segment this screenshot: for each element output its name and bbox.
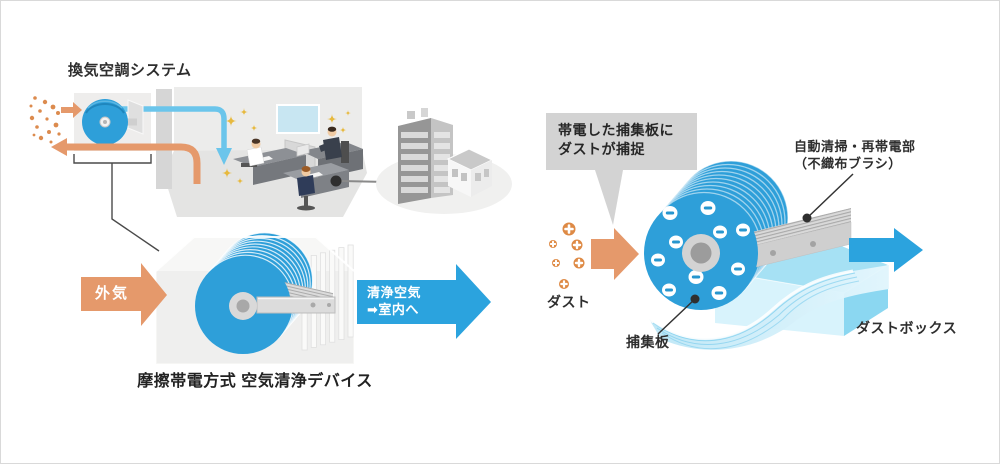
- collector-plate-label: 捕集板: [626, 334, 670, 350]
- system-title: 換気空調システム: [68, 62, 192, 79]
- clean-air-label-line2: ➡室内へ: [367, 302, 419, 317]
- collector-leader-line: [657, 294, 700, 335]
- sparkle-icons: [221, 108, 351, 185]
- callout-shape: [546, 113, 697, 225]
- dust-box-label: ダストボックス: [856, 320, 958, 336]
- air-handling-unit: [74, 93, 232, 165]
- callout-line1: 帯電した捕集板に: [558, 122, 674, 138]
- unit-connector-line: [73, 154, 160, 252]
- brush-label-line1: 自動清掃・再帯電部: [794, 139, 916, 154]
- return-air-flow: [51, 138, 201, 184]
- callout-line2: ダストが捕捉: [558, 141, 645, 157]
- office-workers: [233, 126, 363, 211]
- brush-leader-line: [802, 173, 854, 223]
- capture-callout: 帯電した捕集板に ダストが捕捉: [558, 121, 674, 159]
- buildings-illustration: [376, 108, 512, 214]
- airflow-swoosh: [648, 265, 889, 350]
- intake-arrow-icon: [61, 102, 82, 118]
- purifier-device: [155, 232, 355, 365]
- dust-inflow-arrow: [591, 228, 639, 280]
- clean-air-out-arrow: [849, 228, 923, 272]
- outside-air-arrow: [81, 263, 167, 326]
- dust-plus-particles: [549, 222, 585, 289]
- supply-air-duct: [119, 106, 227, 149]
- minus-charge-icons: [651, 201, 750, 300]
- dust-label: ダスト: [547, 294, 591, 310]
- brush-label: 自動清掃・再帯電部 （不織布ブラシ）: [794, 138, 916, 172]
- duct-wall: [156, 89, 172, 189]
- clean-air-label-line1: 清浄空気: [367, 285, 422, 300]
- clean-air-arrow: [357, 264, 491, 339]
- supply-air-arrowhead-icon: [216, 148, 232, 165]
- brush-bar: [256, 296, 336, 314]
- window: [276, 104, 320, 134]
- intake-dust-particles: [29, 96, 82, 144]
- return-air-arrowhead-icon: [51, 138, 67, 156]
- outside-air-arrow-label: 外気: [95, 285, 130, 302]
- brush-label-line2: （不織布ブラシ）: [794, 156, 902, 171]
- device-caption: 摩擦帯電方式 空気清浄デバイス: [137, 373, 373, 390]
- clean-air-arrow-label: 清浄空気 ➡室内へ: [367, 284, 421, 318]
